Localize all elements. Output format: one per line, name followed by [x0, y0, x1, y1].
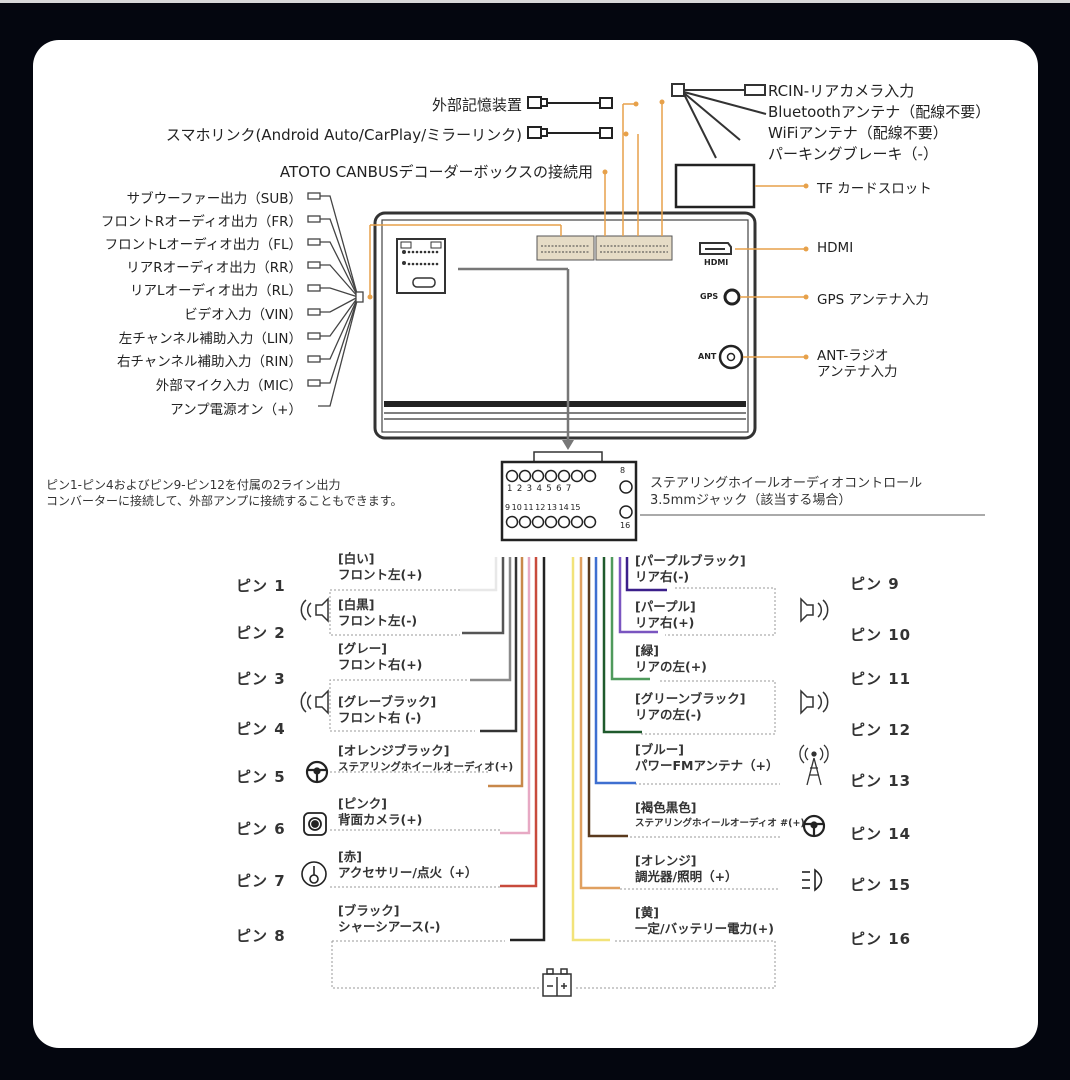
- rcin-label: RCIN-リアカメラ入力: [768, 82, 915, 100]
- gps-label: GPS アンテナ入力: [817, 292, 929, 308]
- wifi-label: WiFiアンテナ（配線不要）: [768, 124, 948, 142]
- hdmi-label: HDMI: [817, 240, 854, 256]
- pin-9-label: [パープルブラック]リア右(-): [635, 553, 746, 584]
- pin-number-16: 16: [620, 521, 631, 530]
- output-rl: リアLオーディオ出力（RL）: [130, 283, 302, 299]
- pin-15-label: [オレンジ]調光器/照明（+）: [635, 853, 738, 884]
- steering-wheel-icon-right: [802, 814, 826, 838]
- smartphone-link-label: スマホリンク(Android Auto/CarPlay/ミラーリンク): [165, 126, 522, 144]
- pin-12: ピン 12: [850, 721, 912, 739]
- rca-plugs: [307, 192, 321, 387]
- pin-numbers-bottom: 9 10 11 12 13 14 15: [505, 503, 581, 512]
- pin-12-label: [グリーンブラック]リアの左(-): [635, 691, 746, 722]
- output-rin: 右チャンネル補助入力（RIN）: [116, 354, 302, 370]
- battery-icon: [542, 968, 572, 997]
- pin-number-8: 8: [620, 466, 626, 475]
- pin-8: ピン 8: [236, 927, 286, 945]
- pin-15: ピン 15: [850, 876, 912, 894]
- pin-16: ピン 16: [850, 930, 912, 948]
- pin-7: ピン 7: [236, 872, 286, 890]
- converter-note: ピン1-ピン4およびピン9-ピン12を付属の2ライン出力 コンバーターに接続して…: [46, 477, 403, 509]
- speaker-icon-left-1: [300, 597, 329, 623]
- ant-label-line2: アンテナ入力: [817, 364, 898, 380]
- pin-numbers-top: 1234567: [507, 484, 576, 494]
- pin-5-label: [オレンジブラック]ステアリングホイールオーディオ(+): [338, 743, 514, 773]
- parking-brake-label: パーキングブレーキ（-）: [768, 145, 938, 163]
- pin-connector-graphic: [500, 451, 638, 542]
- output-sub: サブウーファー出力（SUB）: [126, 191, 302, 207]
- speaker-icon-right-1: [800, 597, 829, 623]
- converter-note-line1: ピン1-ピン4およびピン9-ピン12を付属の2ライン出力: [46, 478, 341, 492]
- pin-2-label: [白黒]フロント左(-): [338, 597, 418, 628]
- pin-13: ピン 13: [850, 772, 912, 790]
- steering-note-line2: 3.5mmジャック（該当する場合）: [650, 493, 852, 508]
- pin-7-label: [赤]アクセサリー/点火（+）: [338, 849, 478, 880]
- bluetooth-label: Bluetoothアンテナ（配線不要）: [768, 103, 991, 121]
- output-fl: フロントLオーディオ出力（FL）: [104, 237, 302, 253]
- headlight-icon: [802, 868, 823, 892]
- pin-1-label: [白い]フロント左(+): [338, 551, 423, 582]
- antenna-icon: [799, 744, 829, 786]
- pin-3-label: [グレー]フロント右(+): [338, 641, 423, 672]
- steering-note-line1: ステアリングホイールオーディオコントロール: [650, 476, 923, 491]
- output-mic: 外部マイク入力（MIC）: [155, 378, 302, 394]
- speaker-icon-right-2: [800, 689, 829, 715]
- output-lin: 左チャンネル補助入力（LIN）: [118, 331, 302, 347]
- steering-jack-note: ステアリングホイールオーディオコントロール 3.5mmジャック（該当する場合）: [650, 475, 922, 509]
- tf-card-label: TF カードスロット: [817, 181, 932, 197]
- pin-6-label: [ピンク]背面カメラ(+): [338, 796, 423, 827]
- pin-1: ピン 1: [236, 577, 286, 595]
- pin-11-label: [緑]リアの左(+): [635, 643, 707, 674]
- ant-port-label: ANT: [698, 352, 717, 361]
- pin-14: ピン 14: [850, 825, 912, 843]
- canbus-label: ATOTO CANBUSデコーダーボックスの接続用: [279, 163, 593, 181]
- pin-11: ピン 11: [850, 670, 912, 688]
- pin-13-label: [ブルー]パワーFMアンテナ（+）: [635, 742, 779, 773]
- head-unit: [373, 211, 757, 440]
- pin-6: ピン 6: [236, 820, 286, 838]
- pin-5: ピン 5: [236, 768, 286, 786]
- tf-card-slot-box: [674, 163, 756, 209]
- converter-note-line2: コンバーターに接続して、外部アンプに接続することもできます。: [46, 494, 403, 508]
- camera-icon: [303, 812, 327, 836]
- hdmi-port-label: HDMI: [704, 258, 729, 267]
- top-border: [0, 0, 1070, 3]
- output-rr: リアRオーディオ出力（RR）: [126, 260, 302, 276]
- output-amp-on: アンプ電源オン（+）: [170, 402, 302, 418]
- pin-14-label: [褐色黒色]ステアリングホイールオーディオ #(+): [635, 800, 805, 829]
- output-vin: ビデオ入力（VIN）: [184, 307, 302, 323]
- pin-4: ピン 4: [236, 720, 286, 738]
- pin-10: ピン 10: [850, 626, 912, 644]
- ant-label: ANT-ラジオ アンテナ入力: [817, 348, 897, 380]
- pin-3: ピン 3: [236, 670, 286, 688]
- pin-2: ピン 2: [236, 624, 286, 642]
- pin-9: ピン 9: [850, 575, 900, 593]
- ant-label-line1: ANT-ラジオ: [817, 348, 889, 364]
- pin-16-label: [黄]一定/バッテリー電力(+): [635, 905, 774, 936]
- steering-wheel-icon-left: [305, 760, 329, 784]
- output-fr: フロントRオーディオ出力（FR）: [100, 214, 302, 230]
- gps-port-label: GPS: [700, 292, 719, 301]
- pin-10-label: [パープル]リア右(+): [635, 599, 696, 630]
- pin-4-label: [グレーブラック]フロント右 (-): [338, 694, 437, 725]
- pin-8-label: [ブラック]シャーシアース(-): [338, 903, 441, 934]
- ignition-key-icon: [301, 861, 327, 887]
- external-storage-label: 外部記憶装置: [431, 96, 522, 114]
- speaker-icon-left-2: [300, 689, 329, 715]
